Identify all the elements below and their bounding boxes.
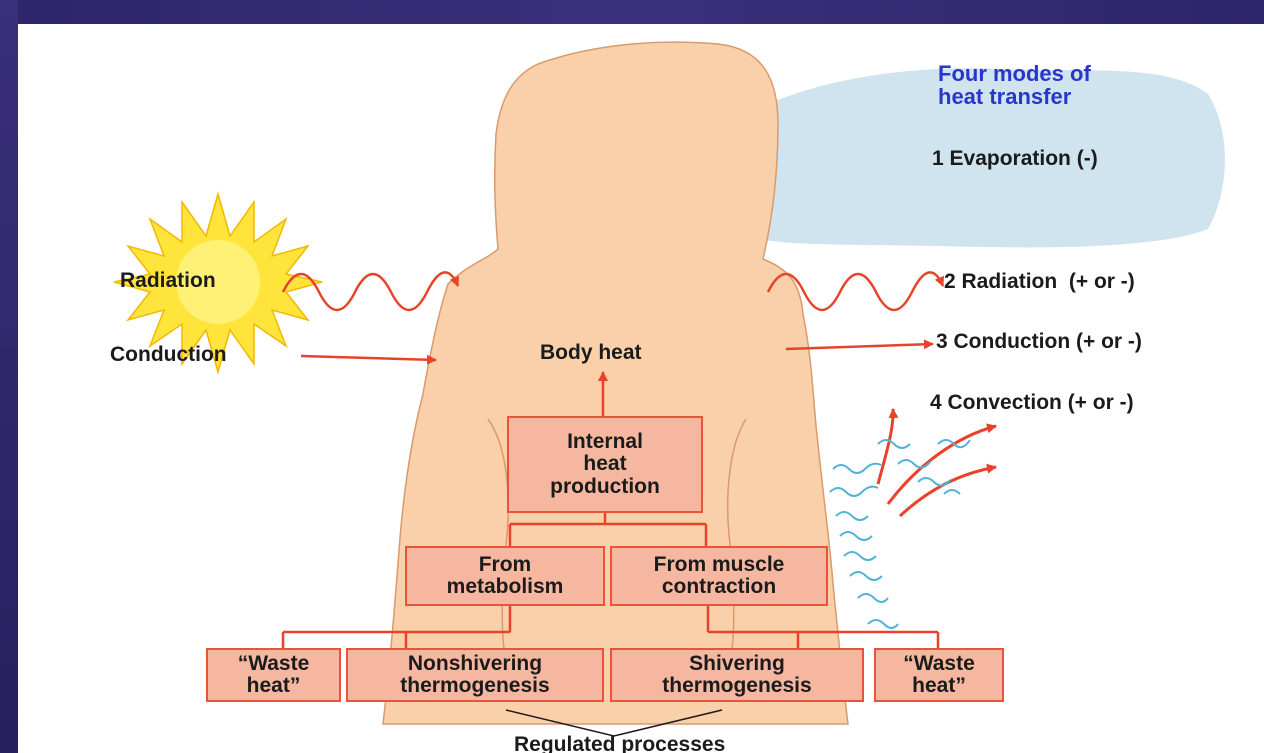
incoming-conduction-arrow [301,356,436,360]
slide-left-border [0,0,18,753]
slide-top-border [0,0,1264,24]
diagram-graphics [18,24,1264,753]
box-shivering-thermogenesis: Shivering thermogenesis [610,648,864,702]
label-conduction-source: Conduction [110,344,227,366]
legend-title-line2: heat transfer [938,85,1091,108]
mode-convection: 4 Convection (+ or -) [930,392,1134,414]
box-from-muscle-contraction: From muscle contraction [610,546,828,606]
box-waste-heat-right: “Waste heat” [874,648,1004,702]
label-body-heat: Body heat [540,342,642,364]
box-waste-heat-left: “Waste heat” [206,648,341,702]
convection-air-currents [830,440,970,628]
human-body-silhouette [383,42,848,724]
box-nonshivering-thermogenesis: Nonshivering thermogenesis [346,648,604,702]
legend-title-line1: Four modes of [938,62,1091,85]
mode-evaporation: 1 Evaporation (-) [932,148,1098,170]
box-from-metabolism: From metabolism [405,546,605,606]
legend-title: Four modes of heat transfer [938,62,1091,108]
label-regulated-processes: Regulated processes [514,734,725,753]
convection-arrow-2 [888,426,996,504]
diagram-panel: Four modes of heat transfer 1 Evaporatio… [18,24,1264,753]
mode-conduction: 3 Conduction (+ or -) [936,331,1142,353]
convection-arrow-1 [878,409,893,484]
incoming-radiation-wave [283,272,458,310]
mode-radiation: 2 Radiation (+ or -) [944,271,1135,293]
box-internal-heat-production: Internal heat production [507,416,703,513]
label-radiation-source: Radiation [120,270,216,292]
